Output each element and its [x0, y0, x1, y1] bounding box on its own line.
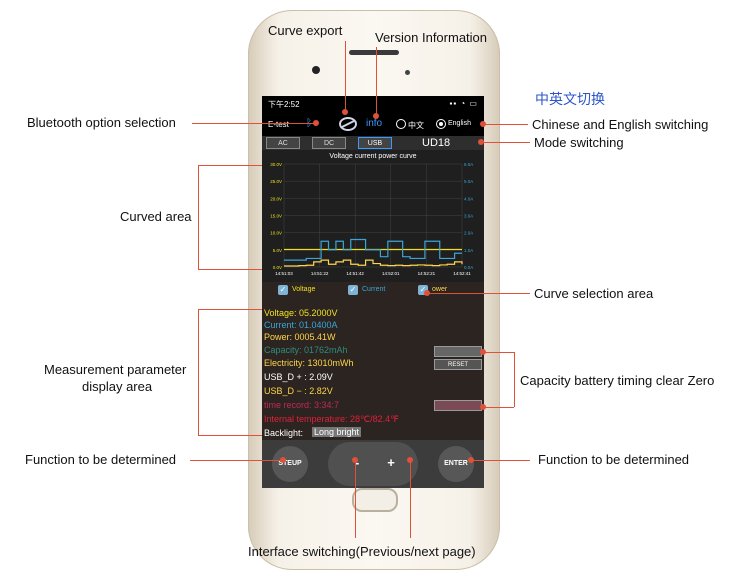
sensor	[405, 70, 410, 75]
y-tick-label-left: 10.0V	[270, 231, 282, 236]
page-switch-pad	[328, 442, 418, 486]
x-tick-label: 14:52:01	[382, 271, 400, 276]
front-camera-icon	[312, 66, 320, 74]
series-line-power	[284, 259, 463, 267]
speaker-grille	[349, 50, 399, 55]
chart-title: Voltage current power curve	[329, 153, 416, 160]
status-bar: 下午2:52 ▪▪ ◔ ▭	[262, 96, 484, 112]
annotation-curve-export: Curve export	[268, 23, 343, 38]
y-tick-label-right: 4.0A	[464, 196, 473, 201]
y-tick-label-right: 1.0A	[464, 248, 473, 253]
annotation-interface-switching: Interface switching(Previous/next page)	[248, 544, 476, 559]
mode-tab-usb[interactable]: USB	[358, 137, 392, 149]
y-tick-label-right: 6.0A	[464, 162, 473, 167]
mode-tab-ac[interactable]: AC	[266, 137, 300, 149]
reset-button[interactable]: RESET	[434, 359, 482, 370]
time-clear-button[interactable]	[434, 400, 482, 411]
capacity-reading: Capacity: 01762mAh	[264, 345, 348, 355]
current-reading: Current: 01.0400A	[264, 320, 338, 330]
backlight-label: Backlight:	[264, 428, 304, 438]
app-screen: 下午2:52 ▪▪ ◔ ▭ E-test ᛒ info 中文 English A…	[262, 96, 484, 488]
electricity-reading: Electricity: 13010mWh	[264, 358, 354, 368]
info-link[interactable]: info	[366, 118, 383, 129]
chart-svg: Voltage current power curve 0.0V 0.0A 5.0V 1…	[270, 153, 473, 276]
usb-dminus-reading: USB_D − : 2.82V	[264, 386, 333, 396]
curve-export-icon[interactable]	[338, 115, 358, 133]
power-reading: Power: 0005.41W	[264, 332, 336, 342]
y-tick-label-right: 5.0A	[464, 179, 473, 184]
y-tick-label-left: 30.0V	[270, 162, 282, 167]
device-name[interactable]: E-test	[268, 120, 289, 129]
previous-page-button[interactable]: -	[354, 455, 360, 470]
annotation-bluetooth-option: Bluetooth option selection	[27, 115, 176, 130]
home-button[interactable]	[352, 488, 398, 512]
device-model: UD18	[422, 137, 451, 149]
mode-tab-dc[interactable]: DC	[312, 137, 346, 149]
enter-button[interactable]: ENTER	[438, 446, 474, 482]
curve-selection: ✓ Voltage ✓ Current ✓ ower	[262, 282, 484, 298]
annotation-curved-area: Curved area	[120, 209, 192, 224]
status-icons: ▪▪ ◔ ▭	[449, 99, 478, 108]
current-checkbox[interactable]: ✓	[348, 285, 358, 295]
power-checkbox[interactable]: ✓	[418, 285, 428, 295]
voltage-checkbox-label: Voltage	[292, 286, 316, 293]
y-tick-label-right: 0.0A	[464, 265, 473, 270]
y-tick-label-left: 20.0V	[270, 196, 282, 201]
mode-bar: AC DC USB UD18	[262, 136, 484, 150]
y-tick-label-right: 2.0A	[464, 231, 473, 236]
backlight-value[interactable]: Long bright	[312, 427, 362, 437]
capacity-clear-button[interactable]	[434, 346, 482, 357]
y-tick-label-left: 5.0V	[273, 248, 282, 253]
annotation-measurement-area-line2: display area	[82, 379, 153, 394]
steup-button[interactable]: STEUP	[272, 446, 308, 482]
x-tick-label: 14:51:03	[275, 271, 293, 276]
time-record-reading: time record: 3:34:7	[264, 400, 340, 410]
current-checkbox-label: Current	[362, 286, 386, 293]
y-tick-label-left: 0.0V	[273, 265, 282, 270]
bottom-bar: STEUP - + ENTER	[262, 440, 484, 488]
voltage-reading: Voltage: 05.2000V	[264, 308, 338, 318]
voltage-checkbox[interactable]: ✓	[278, 285, 288, 295]
usb-dplus-reading: USB_D + : 2.09V	[264, 372, 333, 382]
internal-temp-reading: Internal temperature: 28℃/82.4℉	[264, 414, 399, 424]
annotation-chinese-english-switching: Chinese and English switching	[532, 117, 709, 132]
x-tick-label: 14:51:42	[346, 271, 364, 276]
annotation-version-information: Version Information	[375, 30, 488, 45]
radio-zh-icon[interactable]	[396, 119, 406, 129]
power-checkbox-label: ower	[432, 286, 448, 293]
annotation-function-left: Function to be determined	[25, 452, 177, 467]
y-tick-label-left: 15.0V	[270, 214, 282, 219]
lang-en-label[interactable]: English	[448, 120, 471, 127]
radio-en-icon[interactable]	[436, 119, 446, 129]
annotation-mode-switching: Mode switching	[534, 135, 624, 150]
y-tick-label-right: 3.0A	[464, 214, 473, 219]
lang-zh-label[interactable]: 中文	[408, 121, 424, 130]
annotation-chinese-title: 中英文切换	[535, 92, 605, 108]
y-tick-label-left: 25.0V	[270, 179, 282, 184]
x-tick-label: 14:52:21	[418, 271, 436, 276]
x-tick-label: 14:51:22	[311, 271, 329, 276]
annotation-measurement-area-line1: Measurement parameter	[44, 362, 187, 377]
annotation-function-right: Function to be determined	[538, 452, 690, 467]
x-tick-label: 14:52:41	[453, 271, 471, 276]
curve-chart: Voltage current power curve 0.0V 0.0A 5.0V 1…	[262, 150, 484, 282]
series-line-current	[284, 238, 462, 261]
next-page-button[interactable]: +	[387, 455, 395, 470]
status-time: 下午2:52	[268, 100, 300, 109]
annotation-capacity-clear: Capacity battery timing clear Zero	[520, 373, 715, 388]
annotation-curve-selection-area: Curve selection area	[534, 286, 654, 301]
